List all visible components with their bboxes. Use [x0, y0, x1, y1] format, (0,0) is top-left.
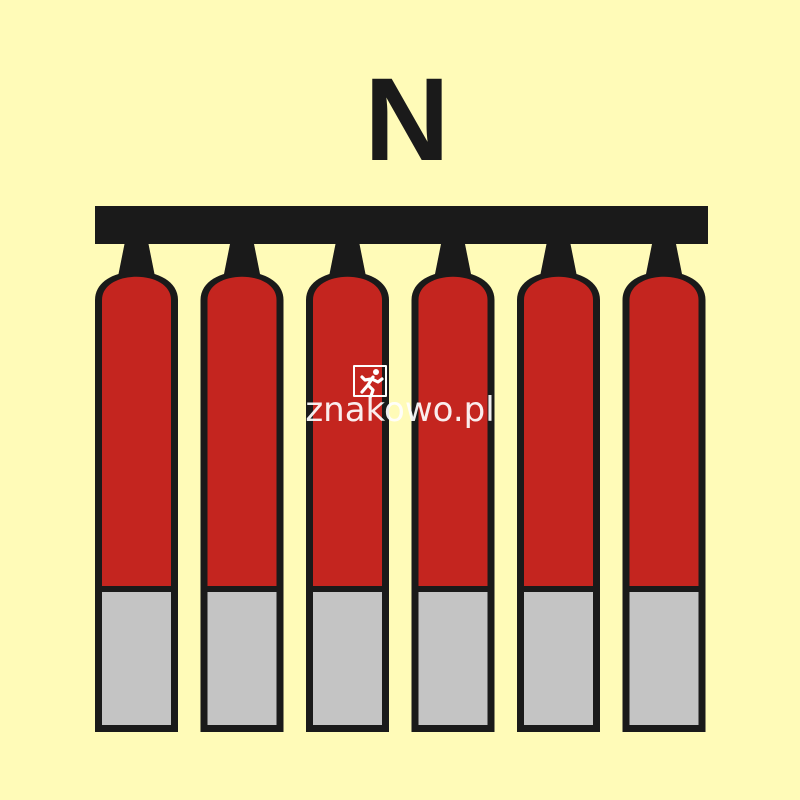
manifold-bar [95, 206, 708, 244]
cylinder [95, 244, 178, 732]
cylinder-grey-base [207, 592, 277, 725]
cylinder-grey-base [102, 592, 171, 725]
cylinder-grey-base [524, 592, 593, 725]
cylinder-valve [646, 244, 682, 274]
cylinder-grey-base [629, 592, 699, 725]
cylinder [306, 244, 389, 732]
cylinder-red-body [629, 276, 699, 586]
cylinder-red-body [418, 276, 488, 586]
agent-letter: N [364, 54, 449, 186]
cylinder-grey-base [313, 592, 382, 725]
watermark: znakowo.pl [305, 365, 495, 430]
cylinder-red-body [207, 276, 277, 586]
cylinder-grey-base [418, 592, 488, 725]
cylinder-bank [95, 244, 706, 732]
cylinder-valve [329, 244, 366, 274]
cylinder-valve [118, 244, 155, 274]
cylinder [411, 244, 495, 732]
cylinder-red-body [524, 276, 593, 586]
cylinder-valve [540, 244, 577, 274]
running-man-icon [353, 365, 387, 398]
watermark-text: znakowo.pl [305, 390, 494, 430]
cylinder-red-body [102, 276, 171, 586]
cylinder-valve [435, 244, 471, 274]
cylinder-red-body [313, 276, 382, 586]
cylinder-valve [224, 244, 260, 274]
cylinder [622, 244, 706, 732]
cylinder [517, 244, 600, 732]
cylinder [200, 244, 284, 732]
